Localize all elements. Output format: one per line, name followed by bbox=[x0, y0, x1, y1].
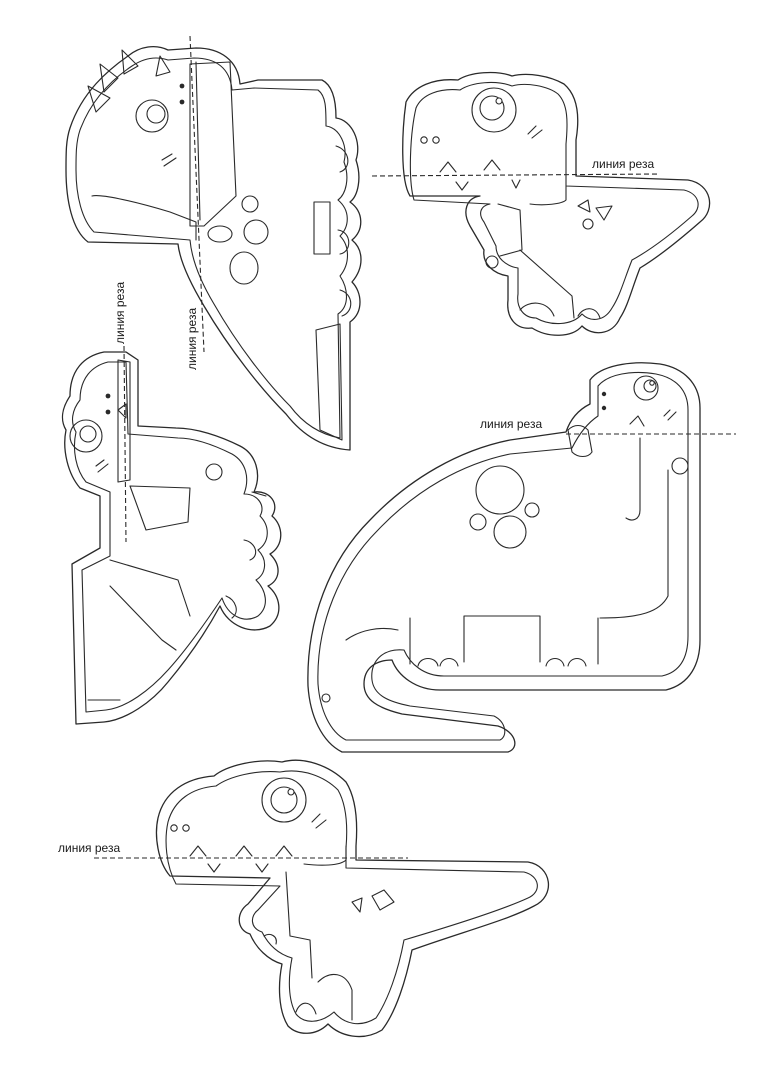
triceratops-inner bbox=[75, 57, 349, 439]
triceratops-horn bbox=[121, 49, 139, 75]
triceratops-horn bbox=[155, 55, 171, 77]
trex-small-eye bbox=[471, 87, 517, 133]
brontosaurus-spot bbox=[475, 465, 525, 515]
trex-large-outline bbox=[155, 759, 550, 1038]
brontosaurus-neck-tab bbox=[567, 424, 593, 458]
cut-line bbox=[123, 345, 127, 543]
trex-small-piece bbox=[402, 71, 711, 336]
cut-line-label: линия реза bbox=[58, 841, 120, 855]
brontosaurus-outline bbox=[307, 362, 701, 753]
brontosaurus-piece bbox=[307, 362, 701, 753]
trex-large-eye bbox=[261, 777, 307, 823]
triceratops-neck-tab bbox=[189, 61, 237, 227]
trex-small-outline bbox=[402, 71, 711, 336]
trex-small-eye-pupil bbox=[479, 95, 505, 121]
trex-small-teeth bbox=[439, 159, 501, 173]
raptor-piece bbox=[61, 351, 282, 725]
raptor-eye bbox=[69, 419, 103, 453]
cut-line bbox=[189, 35, 205, 353]
cut-line-label: линия реза bbox=[185, 308, 199, 370]
trex-large-teeth bbox=[189, 845, 293, 857]
cut-line-label: линия реза bbox=[113, 282, 127, 344]
triceratops-horn bbox=[87, 85, 111, 113]
brontosaurus-eye bbox=[633, 375, 659, 401]
brontosaurus-eye-pupil bbox=[643, 379, 657, 393]
triceratops-piece bbox=[65, 45, 362, 451]
cut-line-label: линия реза bbox=[592, 157, 654, 171]
triceratops-eye bbox=[135, 99, 169, 133]
raptor-outline bbox=[61, 351, 282, 725]
triceratops-horn bbox=[99, 63, 119, 93]
triceratops-outline bbox=[65, 45, 362, 451]
cut-line-label: линия реза bbox=[480, 417, 542, 431]
raptor-eye-pupil bbox=[79, 425, 97, 443]
raptor-neck-tab bbox=[117, 359, 131, 483]
trex-large-piece bbox=[155, 759, 550, 1038]
triceratops-eye-pupil bbox=[146, 104, 166, 124]
cut-line bbox=[371, 173, 661, 177]
trex-large-eye-pupil bbox=[270, 786, 298, 814]
